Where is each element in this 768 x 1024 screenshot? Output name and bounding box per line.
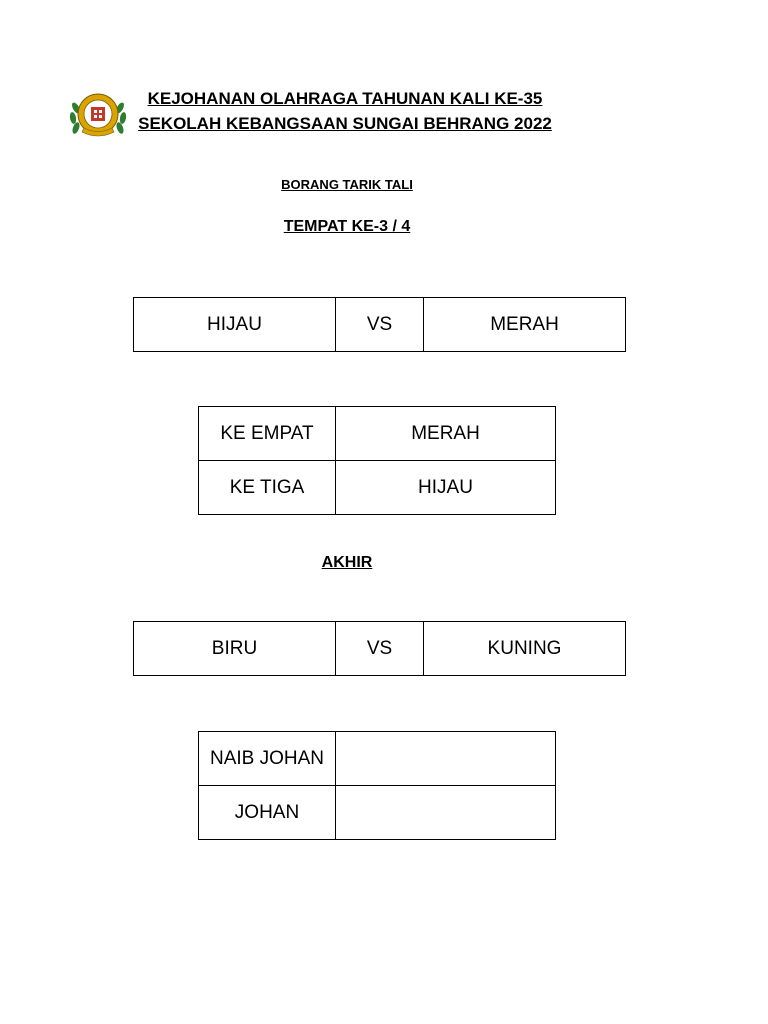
table-row: NAIB JOHAN [198, 731, 556, 786]
table-row: KE TIGA HIJAU [198, 460, 556, 515]
result-value-cell[interactable] [335, 731, 556, 786]
vs-cell: VS [335, 297, 424, 352]
third-place-results-table: KE EMPAT MERAH KE TIGA HIJAU [198, 406, 556, 515]
result-label-cell: KE TIGA [198, 460, 336, 515]
result-value-cell[interactable] [335, 785, 556, 840]
final-results-table: NAIB JOHAN JOHAN [198, 731, 556, 840]
table-row: KE EMPAT MERAH [198, 406, 556, 461]
final-match-table: BIRU VS KUNING [133, 621, 626, 676]
team-b-cell: MERAH [423, 297, 626, 352]
team-a-cell: BIRU [133, 621, 336, 676]
section-final-title: AKHIR [321, 554, 373, 571]
table-row: BIRU VS KUNING [133, 621, 626, 676]
form-title: BORANG TARIK TALI [281, 177, 413, 192]
result-value-cell: MERAH [335, 406, 556, 461]
team-a-cell: HIJAU [133, 297, 336, 352]
team-b-cell: KUNING [423, 621, 626, 676]
result-label-cell: NAIB JOHAN [198, 731, 336, 786]
table-row: HIJAU VS MERAH [133, 297, 626, 352]
vs-cell: VS [335, 621, 424, 676]
result-value-cell: HIJAU [335, 460, 556, 515]
table-row: JOHAN [198, 785, 556, 840]
school-crest-icon [68, 90, 128, 142]
result-label-cell: JOHAN [198, 785, 336, 840]
event-title: KEJOHANAN OLAHRAGA TAHUNAN KALI KE-35 [147, 89, 543, 108]
section-third-title: TEMPAT KE-3 / 4 [283, 218, 411, 235]
school-title: SEKOLAH KEBANGSAAN SUNGAI BEHRANG 2022 [138, 114, 552, 133]
third-place-match-table: HIJAU VS MERAH [133, 297, 626, 352]
result-label-cell: KE EMPAT [198, 406, 336, 461]
